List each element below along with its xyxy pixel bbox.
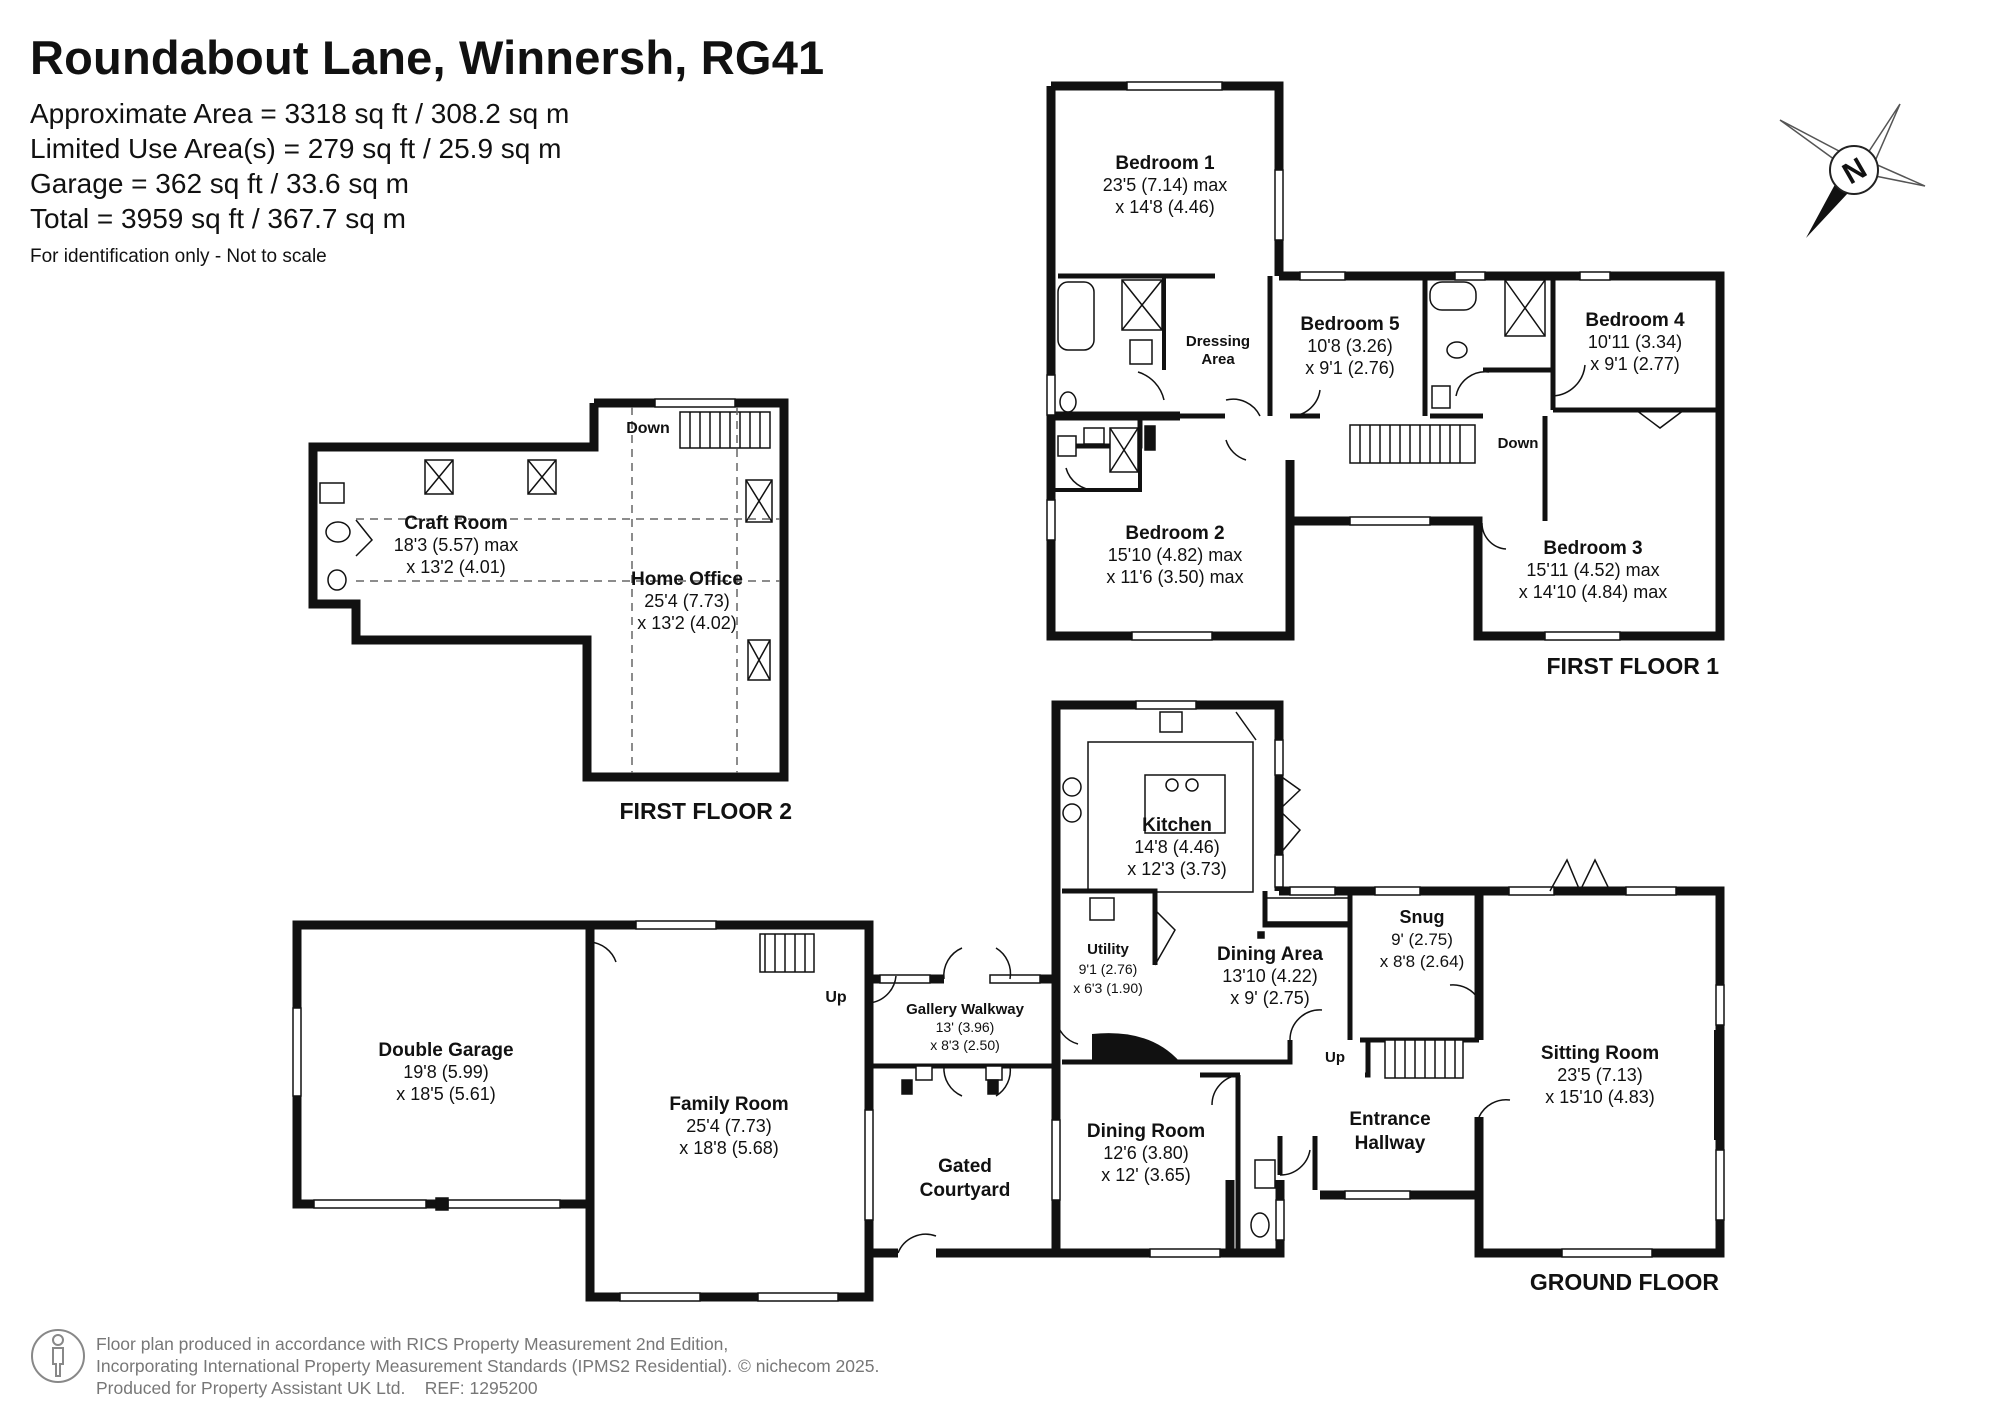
toilet-icon: [1250, 1212, 1270, 1238]
disclaimer-note: For identification only - Not to scale: [30, 246, 327, 267]
bath-icon: [1057, 281, 1095, 351]
utility-dim1: 9'1 (2.76): [1079, 961, 1138, 977]
bedroom2-name: Bedroom 2: [1125, 523, 1224, 544]
hall-stairs-up: Up: [1325, 1049, 1345, 1066]
toilet-icon: [1446, 341, 1468, 359]
bedroom4-dim2: x 9'1 (2.77): [1590, 354, 1679, 374]
courtyard-name1: Gated: [938, 1156, 992, 1177]
bath-icon: [1429, 281, 1477, 311]
approximate-area: Approximate Area = 3318 sq ft / 308.2 sq…: [30, 98, 570, 129]
dining-area-name: Dining Area: [1217, 944, 1323, 965]
craft-dim2: x 13'2 (4.01): [406, 557, 506, 577]
snug-dim1: 9' (2.75): [1391, 930, 1453, 949]
ground-floor-solids: [1092, 1030, 1724, 1140]
first-floor-2-walls: [308, 398, 789, 782]
footer-line-1: Floor plan produced in accordance with R…: [96, 1334, 729, 1354]
bedroom1-dim2: x 14'8 (4.46): [1115, 197, 1215, 217]
family-dim2: x 18'8 (5.68): [679, 1138, 779, 1158]
kitchen-island: [1144, 774, 1226, 834]
utility-name: Utility: [1087, 941, 1129, 958]
bedroom2-dim1: 15'10 (4.82) max: [1108, 545, 1243, 565]
garage-dim2: x 18'5 (5.61): [396, 1084, 496, 1104]
kitchen-dim1: 14'8 (4.46): [1134, 837, 1220, 857]
room-labels: Bedroom 1 23'5 (7.14) max x 14'8 (4.46) …: [378, 153, 1685, 1201]
garage-area: Garage = 362 sq ft / 33.6 sq m: [30, 168, 409, 199]
ff2-stairs-down: Down: [626, 420, 670, 437]
bedroom3-dim1: 15'11 (4.52) max: [1526, 560, 1659, 580]
bedroom4-name: Bedroom 4: [1585, 310, 1685, 331]
dining-room-dim1: 12'6 (3.80): [1103, 1143, 1189, 1163]
dining-room-name: Dining Room: [1087, 1121, 1205, 1142]
office-dim2: x 13'2 (4.02): [637, 613, 737, 633]
bedroom1-dim1: 23'5 (7.14) max: [1103, 175, 1228, 195]
sink-icon: [1089, 897, 1115, 921]
bedroom4-dim1: 10'11 (3.34): [1588, 332, 1682, 352]
footer-copyright: © nichecom 2025.: [738, 1356, 880, 1376]
office-dim1: 25'4 (7.73): [644, 591, 730, 611]
craft-name: Craft Room: [404, 513, 507, 534]
bedroom1-name: Bedroom 1: [1115, 153, 1215, 174]
hob-icon: [1062, 777, 1082, 797]
ground-floor-label: GROUND FLOOR: [1530, 1269, 1719, 1295]
total-area: Total = 3959 sq ft / 367.7 sq m: [30, 203, 406, 234]
sitting-dim2: x 15'10 (4.83): [1545, 1087, 1655, 1107]
bedroom5-dim2: x 9'1 (2.76): [1305, 358, 1394, 378]
ground-stairs-up: Up: [825, 989, 847, 1006]
first-floor-1-label: FIRST FLOOR 1: [1547, 653, 1720, 679]
dining-area-dim2: x 9' (2.75): [1230, 988, 1309, 1008]
dining-room-dim2: x 12' (3.65): [1101, 1165, 1190, 1185]
first-floor-1-fixtures: [1057, 279, 1546, 473]
ground-floor-fixtures: [759, 711, 1464, 1238]
utility-dim2: x 6'3 (1.90): [1073, 980, 1143, 996]
first-floor-1-doors: [1065, 364, 1685, 550]
first-floor-1-windows: [1046, 81, 1621, 641]
ground-floor-doors: [589, 774, 1611, 1254]
bedroom2-dim2: x 11'6 (3.50) max: [1106, 567, 1243, 587]
first-floor-1-stairs: [1349, 424, 1476, 464]
sitting-name: Sitting Room: [1541, 1043, 1659, 1064]
craft-dim1: 18'3 (5.57) max: [394, 535, 519, 555]
ff1-stairs-down: Down: [1498, 435, 1539, 452]
family-name: Family Room: [669, 1094, 788, 1115]
compass-icon: N: [1779, 103, 1926, 238]
courtyard-name2: Courtyard: [920, 1180, 1011, 1201]
bedroom5-dim1: 10'8 (3.26): [1307, 336, 1393, 356]
garage-name: Double Garage: [378, 1040, 513, 1061]
sitting-dim1: 23'5 (7.13): [1557, 1065, 1643, 1085]
first-floor-2-details: [319, 398, 773, 681]
gallery-dim1: 13' (3.96): [936, 1019, 995, 1035]
hallway-name1: Entrance: [1349, 1109, 1430, 1130]
kitchen-dim2: x 12'3 (3.73): [1127, 859, 1227, 879]
snug-dim2: x 8'8 (2.64): [1380, 952, 1465, 971]
limited-use-lines: [356, 407, 780, 773]
garage-dim1: 19'8 (5.99): [403, 1062, 489, 1082]
snug-name: Snug: [1400, 907, 1445, 927]
rics-logo: [31, 1329, 85, 1383]
footer-line-3: Produced for Property Assistant UK Ltd. …: [96, 1378, 538, 1398]
hallway-name2: Hallway: [1355, 1133, 1426, 1154]
floor-labels: FIRST FLOOR 1 FIRST FLOOR 2 GROUND FLOOR: [620, 653, 1720, 1295]
bedroom5-name: Bedroom 5: [1300, 314, 1400, 335]
bedroom3-name: Bedroom 3: [1543, 538, 1642, 559]
hob-icon: [1062, 803, 1082, 823]
sink-icon: [1254, 1159, 1276, 1189]
limited-use-area: Limited Use Area(s) = 279 sq ft / 25.9 s…: [30, 133, 562, 164]
bedroom3-dim2: x 14'10 (4.84) max: [1519, 582, 1668, 602]
family-dim1: 25'4 (7.73): [686, 1116, 772, 1136]
gallery-name: Gallery Walkway: [906, 1001, 1024, 1018]
gallery-dim2: x 8'3 (2.50): [930, 1037, 1000, 1053]
page-title: Roundabout Lane, Winnersh, RG41: [30, 31, 825, 84]
first-floor-2-label: FIRST FLOOR 2: [620, 798, 793, 824]
dining-area-dim1: 13'10 (4.22): [1222, 966, 1318, 986]
toilet-icon: [1059, 391, 1077, 413]
kitchen-name: Kitchen: [1142, 815, 1212, 836]
office-name: Home Office: [631, 569, 743, 590]
sink-icon: [1159, 711, 1183, 733]
dressing-name2: Area: [1201, 351, 1235, 368]
toilet-icon: [327, 569, 347, 591]
dressing-name1: Dressing: [1186, 333, 1250, 350]
footer-line-2: Incorporating International Property Mea…: [96, 1356, 733, 1376]
